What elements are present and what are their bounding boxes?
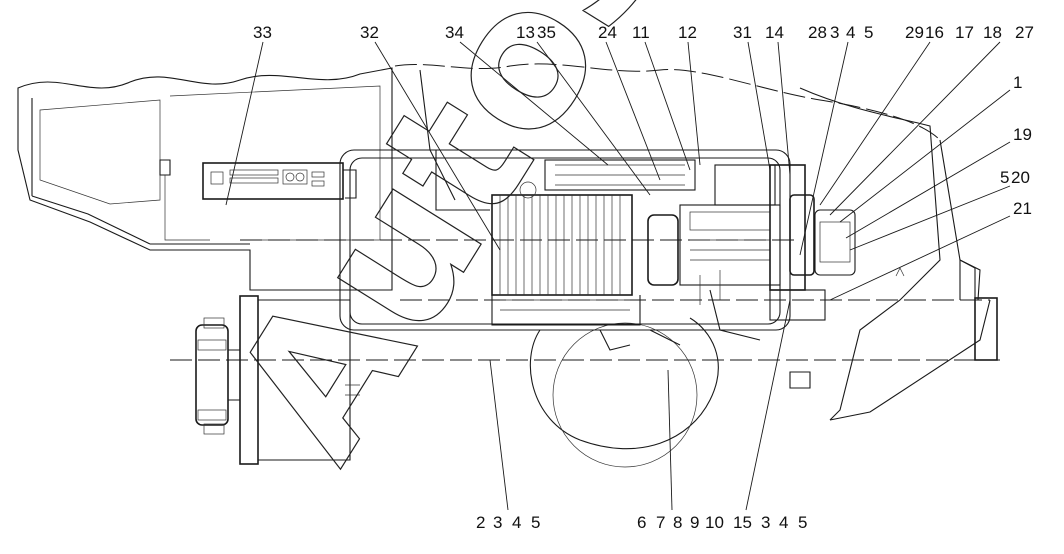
callout-18: 18: [983, 23, 1002, 42]
callout-15: 15: [733, 513, 752, 532]
callout-12: 12: [678, 23, 697, 42]
callout-4: 4: [846, 23, 855, 42]
engine-assembly: [519, 159, 856, 351]
callout-1: 1: [1013, 73, 1022, 92]
callout-33: 33: [253, 23, 272, 42]
callout-10: 10: [705, 513, 724, 532]
callout-35: 35: [537, 23, 556, 42]
callout-6: 6: [637, 513, 646, 532]
callouts-right: 1 19 5 20 21: [1000, 73, 1032, 218]
callout-9: 9: [690, 513, 699, 532]
callout-32: 32: [360, 23, 379, 42]
callout-16: 16: [925, 23, 944, 42]
callout-29: 29: [905, 23, 924, 42]
callout-3-bottom-b: 3: [761, 513, 770, 532]
leader-lines: [225, 41, 1011, 511]
wheel-arch: [529, 317, 719, 468]
callout-27: 27: [1015, 23, 1034, 42]
rear-beam: [789, 259, 998, 389]
callout-13: 13: [516, 23, 535, 42]
callout-7: 7: [656, 513, 665, 532]
callout-11: 11: [632, 23, 650, 42]
callout-24: 24: [598, 23, 617, 42]
callout-5: 5: [864, 23, 873, 42]
callout-4-bottom: 4: [512, 513, 521, 532]
callout-31: 31: [733, 23, 752, 42]
cab-body: [17, 67, 393, 291]
callout-17: 17: [955, 23, 974, 42]
control-panel: [202, 162, 357, 200]
callout-3: 3: [830, 23, 839, 42]
callouts-top: 33 32 34 13 35 24 11 12 31 14 28 3 4 5 2…: [253, 23, 1034, 42]
callout-20: 20: [1011, 168, 1030, 187]
condenser: [491, 194, 641, 326]
callout-28: 28: [808, 23, 827, 42]
callout-5-right: 5: [1000, 168, 1009, 187]
callout-14: 14: [765, 23, 784, 42]
callout-34: 34: [445, 23, 464, 42]
callout-8: 8: [673, 513, 682, 532]
callouts-bottom: 2 3 4 5 6 7 8 9 10 15 3 4 5: [476, 513, 807, 532]
frame-bracket: [195, 295, 360, 465]
callout-5-bottom: 5: [531, 513, 540, 532]
callout-5-bottom-b: 5: [798, 513, 807, 532]
callout-21: 21: [1013, 199, 1032, 218]
callout-19: 19: [1013, 125, 1032, 144]
callout-3-bottom: 3: [493, 513, 502, 532]
watermark: AutoSoft: [191, 0, 879, 494]
callout-2: 2: [476, 513, 485, 532]
callout-4-bottom-b: 4: [779, 513, 788, 532]
